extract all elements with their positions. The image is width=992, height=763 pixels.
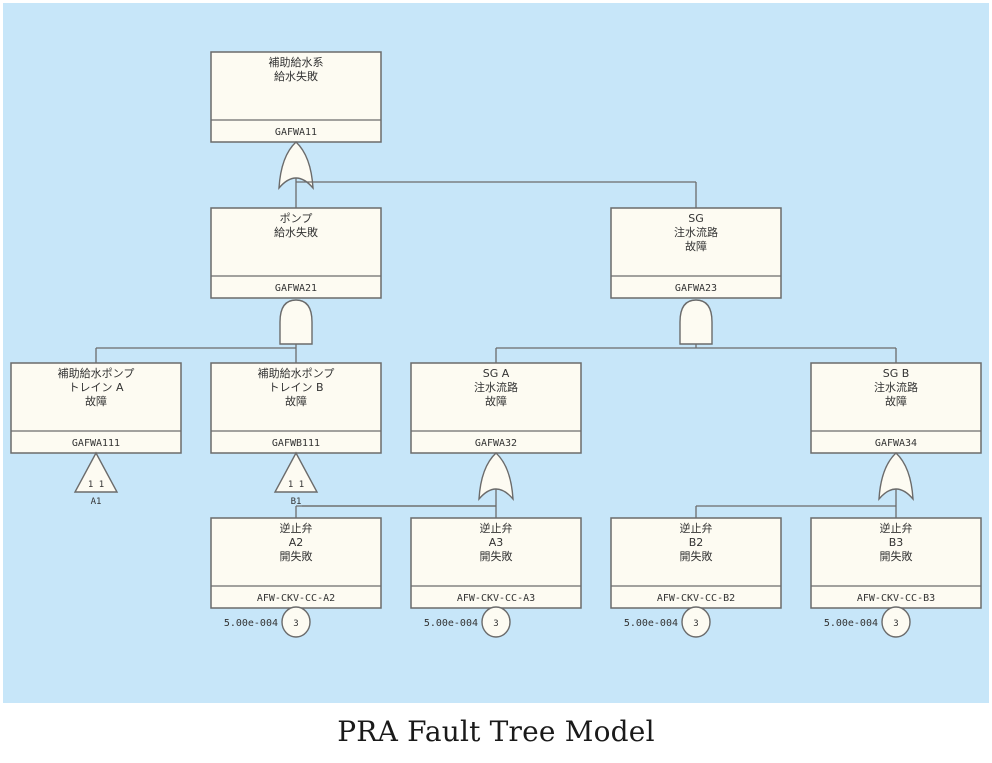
event-description-line: B3	[889, 536, 904, 549]
failure-probability: 5.00e-004	[824, 618, 878, 629]
event-description-line: 開失敗	[880, 549, 913, 563]
event-code: GAFWA11	[275, 127, 317, 138]
event-description-line: ポンプ	[280, 212, 313, 225]
event-description-line: 故障	[285, 394, 307, 408]
event-description-line: B2	[689, 536, 704, 549]
event-box	[610, 517, 782, 609]
event-code: GAFWB111	[272, 438, 320, 449]
event-description-line: 補助給水系	[269, 55, 324, 69]
event-description-line: 逆止弁	[280, 521, 313, 535]
basic-event-circle-icon	[281, 606, 311, 638]
event-description-line: 逆止弁	[680, 521, 713, 535]
event-description-line: SG A	[483, 367, 510, 380]
event-description-line: 逆止弁	[880, 521, 913, 535]
event-box	[810, 362, 982, 454]
event-description-line: SG	[688, 212, 704, 225]
event-box	[210, 207, 382, 299]
event-description-line: 開失敗	[680, 549, 713, 563]
event-box	[210, 362, 382, 454]
event-box	[210, 517, 382, 609]
basic-event-circle-icon	[481, 606, 511, 638]
transfer-ref[interactable]: A1	[91, 497, 102, 507]
failure-probability: 5.00e-004	[624, 618, 678, 629]
event-description-line: 注水流路	[874, 380, 918, 394]
failure-probability: 5.00e-004	[224, 618, 278, 629]
event-description-line: 給水失敗	[274, 225, 318, 239]
event-code: AFW-CKV-CC-B3	[857, 593, 935, 604]
failure-probability: 5.00e-004	[424, 618, 478, 629]
transfer-gate-icon	[273, 451, 319, 493]
event-box	[810, 517, 982, 609]
event-description-line: トレイン A	[68, 381, 123, 394]
event-code: GAFWA21	[275, 283, 317, 294]
circle-label: 3	[293, 619, 298, 629]
circle-label: 3	[893, 619, 898, 629]
basic-event-circle-icon	[681, 606, 711, 638]
event-description-line: トレイン B	[268, 381, 323, 394]
event-description-line: 故障	[485, 394, 507, 408]
event-code: GAFWA34	[875, 438, 917, 449]
event-description-line: 開失敗	[480, 549, 513, 563]
event-description-line: 給水失敗	[274, 69, 318, 83]
event-description-line: 注水流路	[674, 225, 718, 239]
circle-label: 3	[493, 619, 498, 629]
event-description-line: 注水流路	[474, 380, 518, 394]
and-gate-icon	[679, 299, 713, 345]
event-box	[410, 362, 582, 454]
event-description-line: 補助給水ポンプ	[58, 366, 135, 380]
event-code: GAFWA32	[475, 438, 517, 449]
event-code: GAFWA111	[72, 438, 120, 449]
event-code: GAFWA23	[675, 283, 717, 294]
transfer-label: 1 1	[88, 480, 104, 490]
event-code: AFW-CKV-CC-A3	[457, 593, 535, 604]
event-description-line: SG B	[883, 367, 910, 380]
event-description-line: 開失敗	[280, 549, 313, 563]
event-description-line: 故障	[685, 239, 707, 253]
event-description-line: 補助給水ポンプ	[258, 366, 335, 380]
event-box	[210, 51, 382, 143]
transfer-ref[interactable]: B1	[291, 497, 302, 507]
event-description-line: 逆止弁	[480, 521, 513, 535]
event-description-line: A3	[489, 536, 504, 549]
event-box	[610, 207, 782, 299]
circle-label: 3	[693, 619, 698, 629]
event-description-line: 故障	[85, 394, 107, 408]
transfer-gate-icon	[73, 451, 119, 493]
event-description-line: 故障	[885, 394, 907, 408]
figure-caption: PRA Fault Tree Model	[337, 715, 655, 748]
basic-event-circle-icon	[881, 606, 911, 638]
and-gate-icon	[279, 299, 313, 345]
event-code: AFW-CKV-CC-A2	[257, 593, 335, 604]
event-description-line: A2	[289, 536, 304, 549]
transfer-label: 1 1	[288, 480, 304, 490]
event-code: AFW-CKV-CC-B2	[657, 593, 735, 604]
